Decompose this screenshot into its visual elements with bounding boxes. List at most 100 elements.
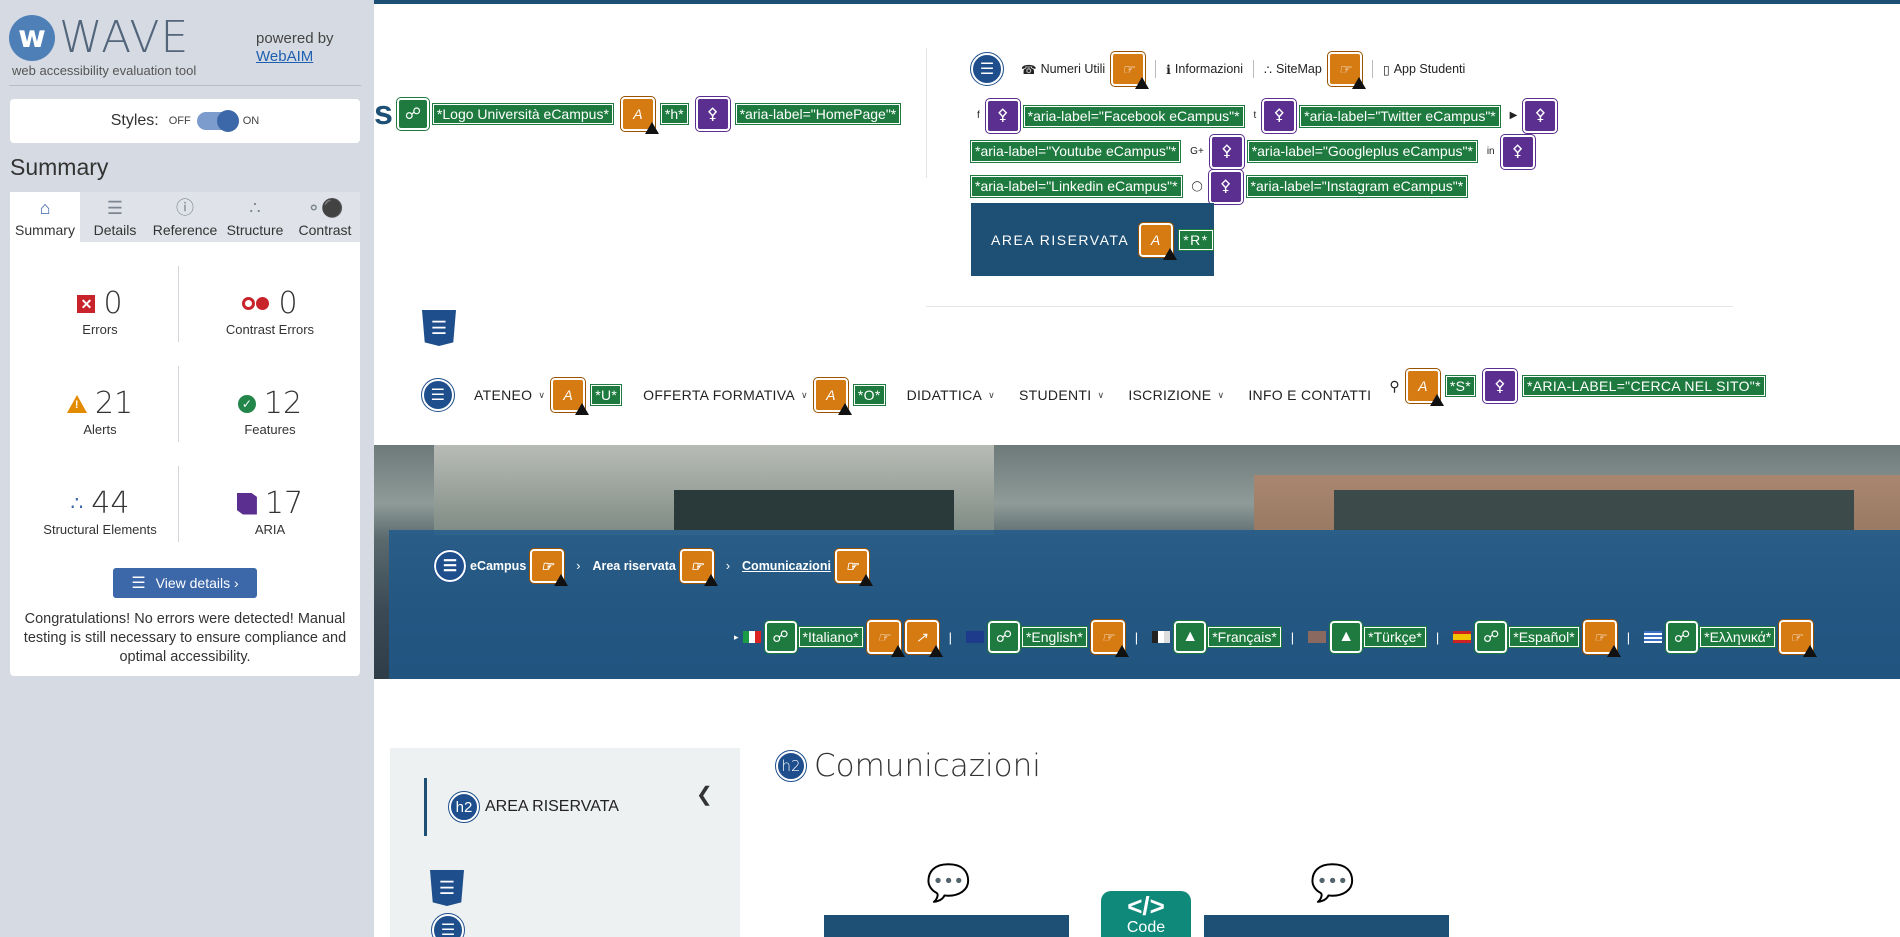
alert-icon[interactable]: A [550, 377, 590, 415]
css-icon[interactable]: ☰ [430, 870, 464, 906]
search-icon[interactable]: ⚲ [1389, 377, 1400, 394]
h2-icon[interactable]: h2 [775, 750, 807, 782]
nav-item-studenti[interactable]: STUDENTI∨ [1019, 387, 1104, 403]
aria-tag-icon[interactable]: ⚴ [1522, 98, 1559, 135]
lang-tag[interactable]: *Türkçe* [1363, 626, 1427, 648]
lang-tag[interactable]: *Ελληνικά* [1699, 626, 1777, 648]
image-link-icon[interactable]: ☍ [763, 620, 798, 654]
nav-label: ATENEO [474, 387, 533, 403]
nav-item-didattica[interactable]: DIDATTICA∨ [907, 387, 995, 403]
breadcrumb-item[interactable]: eCampus [470, 559, 527, 573]
lang-tag[interactable]: *English* [1020, 626, 1088, 648]
list-structure-icon[interactable]: ☰ [431, 913, 465, 937]
utility-link-numeri[interactable]: Numeri Utili [1040, 62, 1106, 76]
structural-count: 44 [91, 486, 130, 521]
tab-details[interactable]: ☰ Details [80, 192, 150, 242]
twitter-icon[interactable]: t [1253, 110, 1257, 122]
aria-tag-icon[interactable]: ⚴ [1207, 168, 1244, 205]
alert-icon[interactable]: A [619, 95, 659, 134]
link-icon[interactable]: ☍ [395, 96, 430, 131]
stat-errors[interactable]: ✕0 Errors [20, 286, 180, 337]
image-link-icon[interactable]: ☍ [1474, 620, 1509, 654]
speech-bubble-icon: 💬 [926, 862, 971, 903]
alert-icon[interactable]: ☞ [678, 548, 718, 586]
nav-item-ateneo[interactable]: ATENEO∨ [474, 387, 545, 403]
aria-tag-icon[interactable]: ⚴ [1261, 98, 1298, 135]
image-link-icon[interactable]: ☍ [986, 620, 1021, 654]
stat-alerts[interactable]: !21 Alerts [20, 386, 180, 437]
alert-icon[interactable]: A [1138, 221, 1178, 260]
comunicazioni-card[interactable] [824, 915, 1069, 937]
aria-tag-icon[interactable]: ⚴ [694, 95, 731, 132]
image-icon[interactable]: ▲ [1329, 620, 1364, 654]
wave-logo[interactable]: w WAVE [9, 12, 189, 63]
css-icon[interactable]: ☰ [422, 310, 456, 346]
lang-tag[interactable]: *Français* [1207, 626, 1282, 648]
stat-structural[interactable]: ∴44 Structural Elements [20, 486, 180, 537]
errors-count: 0 [103, 286, 123, 321]
googleplus-icon[interactable]: G+ [1190, 145, 1204, 157]
tab-summary[interactable]: ⌂ Summary [10, 192, 80, 242]
stat-features[interactable]: ✓12 Features [190, 386, 350, 437]
aria-tag-icon[interactable]: ⚴ [1208, 133, 1245, 170]
alert-icon[interactable]: A [1404, 368, 1444, 406]
logo-fragment[interactable]: s [374, 94, 393, 132]
list-structure-icon[interactable]: ☰ [421, 378, 455, 412]
nav-item-info-contatti[interactable]: INFO E CONTATTI [1248, 387, 1371, 403]
image-icon[interactable]: ▲ [1173, 620, 1208, 654]
utility-link-sitemap[interactable]: SiteMap [1275, 62, 1322, 76]
styles-toggle[interactable] [196, 110, 239, 132]
nav-item-iscrizione[interactable]: ISCRIZIONE∨ [1128, 387, 1224, 403]
area-riservata-button[interactable]: AREA RISERVATA A *R* [971, 203, 1214, 276]
info-icon: ℹ [1166, 62, 1171, 77]
aria-tag-icon[interactable]: ⚴ [1499, 133, 1536, 170]
separator: | [1134, 629, 1139, 645]
lang-tag[interactable]: *Español* [1508, 626, 1580, 648]
stat-aria[interactable]: 17 ARIA [190, 486, 350, 537]
facebook-icon[interactable]: f [977, 110, 980, 122]
alert-icon[interactable]: ☞ [1778, 619, 1818, 657]
alert-icon[interactable]: ☞ [1581, 619, 1621, 657]
tab-structure[interactable]: ∴ Structure [220, 192, 290, 242]
instagram-icon[interactable]: ◯ [1191, 180, 1203, 192]
chevron-left-icon[interactable]: ❮ [696, 784, 713, 806]
alert-icon[interactable]: ☞ [1110, 51, 1150, 89]
list-structure-icon[interactable]: ☰ [970, 52, 1004, 86]
code-view-button[interactable]: </> Code [1101, 891, 1191, 937]
h2-icon[interactable]: h2 [448, 791, 480, 823]
linkedin-icon[interactable]: in [1486, 145, 1495, 157]
alert-icon[interactable]: A [812, 377, 852, 415]
alert-icon[interactable]: ☞ [1089, 619, 1129, 657]
caret-right-icon: ▸ [734, 631, 739, 642]
tab-label: Reference [152, 222, 218, 238]
breadcrumb-current[interactable]: Comunicazioni [742, 559, 831, 573]
side-heading-label: AREA RISERVATA [485, 798, 619, 815]
alert-icon[interactable]: ☞ [833, 548, 873, 586]
alert-icon: ! [66, 394, 87, 413]
alert-icon[interactable]: ☞ [1326, 51, 1366, 89]
list-structure-icon[interactable]: ☰ [433, 549, 467, 583]
nav-item-offerta-formativa[interactable]: OFFERTA FORMATIVA∨ [643, 387, 808, 403]
utility-link-informazioni[interactable]: Informazioni [1174, 62, 1244, 76]
lang-tag[interactable]: *Italiano* [797, 626, 864, 648]
aria-tag-icon[interactable]: ⚴ [1482, 368, 1519, 404]
header-divider [926, 306, 1733, 307]
stat-contrast-errors[interactable]: 0 Contrast Errors [190, 286, 350, 337]
styles-off-label: OFF [168, 115, 191, 127]
youtube-icon[interactable]: ▶ [1509, 110, 1518, 122]
alert-icon[interactable]: ☞ [865, 619, 905, 657]
social-tag: *aria-label="Googleplus eCampus"* [1246, 140, 1478, 164]
tab-contrast[interactable]: ⚬⚫ Contrast [290, 192, 360, 242]
contrast-error-icon [242, 297, 270, 310]
utility-link-app[interactable]: App Studenti [1393, 62, 1466, 76]
webaim-link[interactable]: WebAIM [256, 48, 314, 65]
alert-icon[interactable]: ↗ [903, 619, 943, 657]
breadcrumb-item[interactable]: Area riservata [592, 559, 676, 573]
aria-tag-icon[interactable]: ⚴ [984, 98, 1021, 135]
tab-reference[interactable]: ⓘ Reference [150, 192, 220, 242]
comunicazioni-card[interactable] [1204, 915, 1449, 937]
alert-icon[interactable]: ☞ [529, 548, 569, 586]
list-icon: ☰ [106, 198, 124, 218]
view-details-button[interactable]: ☰ View details › [113, 568, 257, 598]
image-link-icon[interactable]: ☍ [1665, 620, 1700, 654]
